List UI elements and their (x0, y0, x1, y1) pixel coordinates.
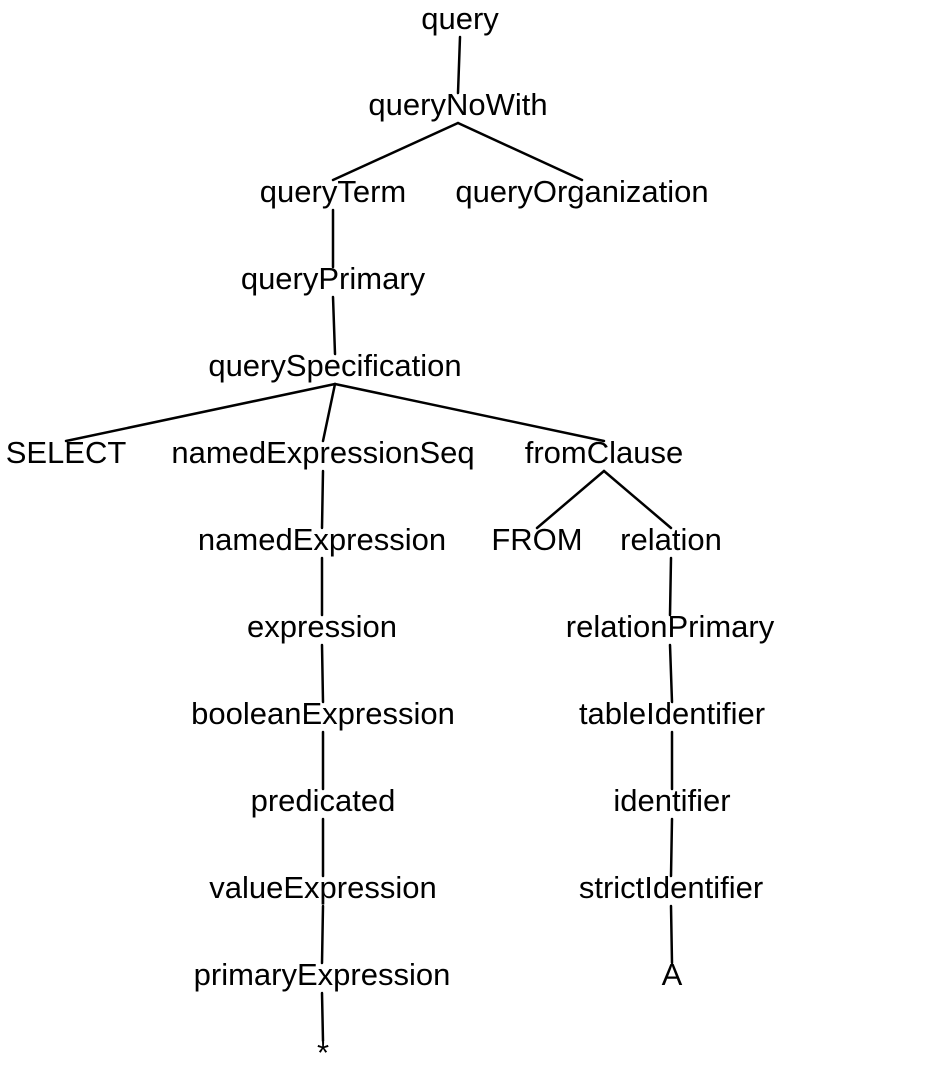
tree-node-relation: relation (620, 522, 722, 557)
tree-edge-query-querynowith (456, 35, 462, 95)
tree-node-namedexpressionseq: namedExpressionSeq (171, 435, 474, 470)
tree-node-query: query (421, 1, 499, 36)
tree-node-fromclause: fromClause (525, 435, 684, 470)
tree-node-namedexpression: namedExpression (198, 522, 446, 557)
tree-node-star: * (317, 1035, 329, 1070)
tree-edge-identifier-strictidentifier (669, 817, 674, 878)
tree-edge-queryspecification-namedexpressionseq (321, 382, 337, 443)
tree-edge-expression-booleanexpression (320, 643, 325, 704)
tree-node-select: SELECT (6, 435, 127, 470)
tree-edge-querynowith-queryorganization (456, 121, 584, 182)
tree-edge-strictidentifier-a (669, 904, 674, 965)
tree-node-strictidentifier: strictIdentifier (579, 870, 763, 905)
tree-edge-valueexpression-primaryexpression (320, 904, 325, 965)
tree-node-relationprimary: relationPrimary (566, 609, 775, 644)
tree-node-identifier: identifier (613, 783, 730, 818)
tree-labels: query queryNoWith queryTerm queryOrganizati… (6, 1, 775, 1070)
tree-edge-relation-relationprimary (668, 556, 673, 617)
tree-node-queryterm: queryTerm (260, 174, 406, 209)
tree-edge-queryspecification-fromclause (333, 382, 606, 443)
tree-edge-queryprimary-queryspecification (331, 295, 337, 356)
tree-node-primaryexpression: primaryExpression (194, 957, 451, 992)
tree-node-queryspecification: querySpecification (208, 348, 461, 383)
tree-node-booleanexpression: booleanExpression (191, 696, 455, 731)
tree-node-valueexpression: valueExpression (209, 870, 436, 905)
tree-edge-queryspecification-select (64, 382, 337, 443)
tree-node-queryorganization: queryOrganization (455, 174, 708, 209)
tree-edge-primaryexpression-star (320, 991, 325, 1043)
tree-node-predicated: predicated (251, 783, 396, 818)
tree-edge-namedexpressionseq-namedexpression (320, 469, 325, 530)
tree-node-tableidentifier: tableIdentifier (579, 696, 765, 731)
tree-edges (64, 35, 674, 1043)
tree-node-a: A (662, 957, 683, 992)
tree-node-from: FROM (491, 522, 582, 557)
tree-edge-fromclause-from (535, 469, 606, 530)
tree-edge-relationprimary-tableidentifier (668, 643, 674, 704)
tree-node-expression: expression (247, 609, 397, 644)
tree-edge-querynowith-queryterm (331, 121, 460, 182)
tree-node-queryprimary: queryPrimary (241, 261, 426, 296)
tree-edge-fromclause-relation (602, 469, 673, 530)
tree-node-querynowith: queryNoWith (368, 87, 547, 122)
